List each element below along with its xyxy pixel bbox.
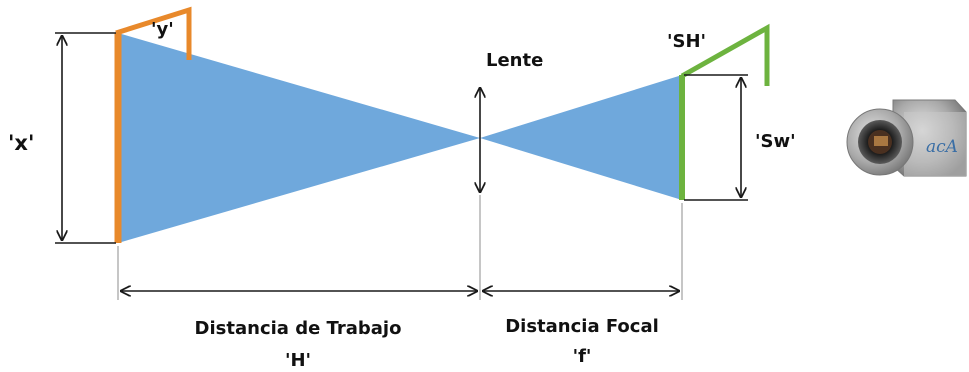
lens-label: Lente bbox=[486, 50, 543, 71]
x-label: 'x' bbox=[8, 131, 34, 155]
sensor-plane bbox=[679, 23, 770, 200]
object-side-light-cone bbox=[118, 33, 480, 243]
camera-brand-text: acA bbox=[926, 137, 958, 157]
focal-distance-label: Distancia Focal bbox=[505, 316, 659, 337]
object-plane bbox=[114, 6, 192, 243]
x-dimension bbox=[55, 32, 116, 244]
f-label: 'f' bbox=[573, 346, 592, 367]
working-distance-label: Distancia de Trabajo bbox=[195, 318, 402, 339]
camera-image: acA bbox=[846, 99, 967, 177]
h-label: 'H' bbox=[285, 350, 311, 371]
sh-label: 'SH' bbox=[667, 31, 706, 52]
sw-label: 'Sw' bbox=[755, 131, 796, 152]
sw-dimension bbox=[684, 74, 748, 201]
sensor-side-light-cone bbox=[480, 75, 682, 200]
y-label: 'y' bbox=[151, 19, 174, 40]
extension-lines bbox=[117, 195, 683, 300]
